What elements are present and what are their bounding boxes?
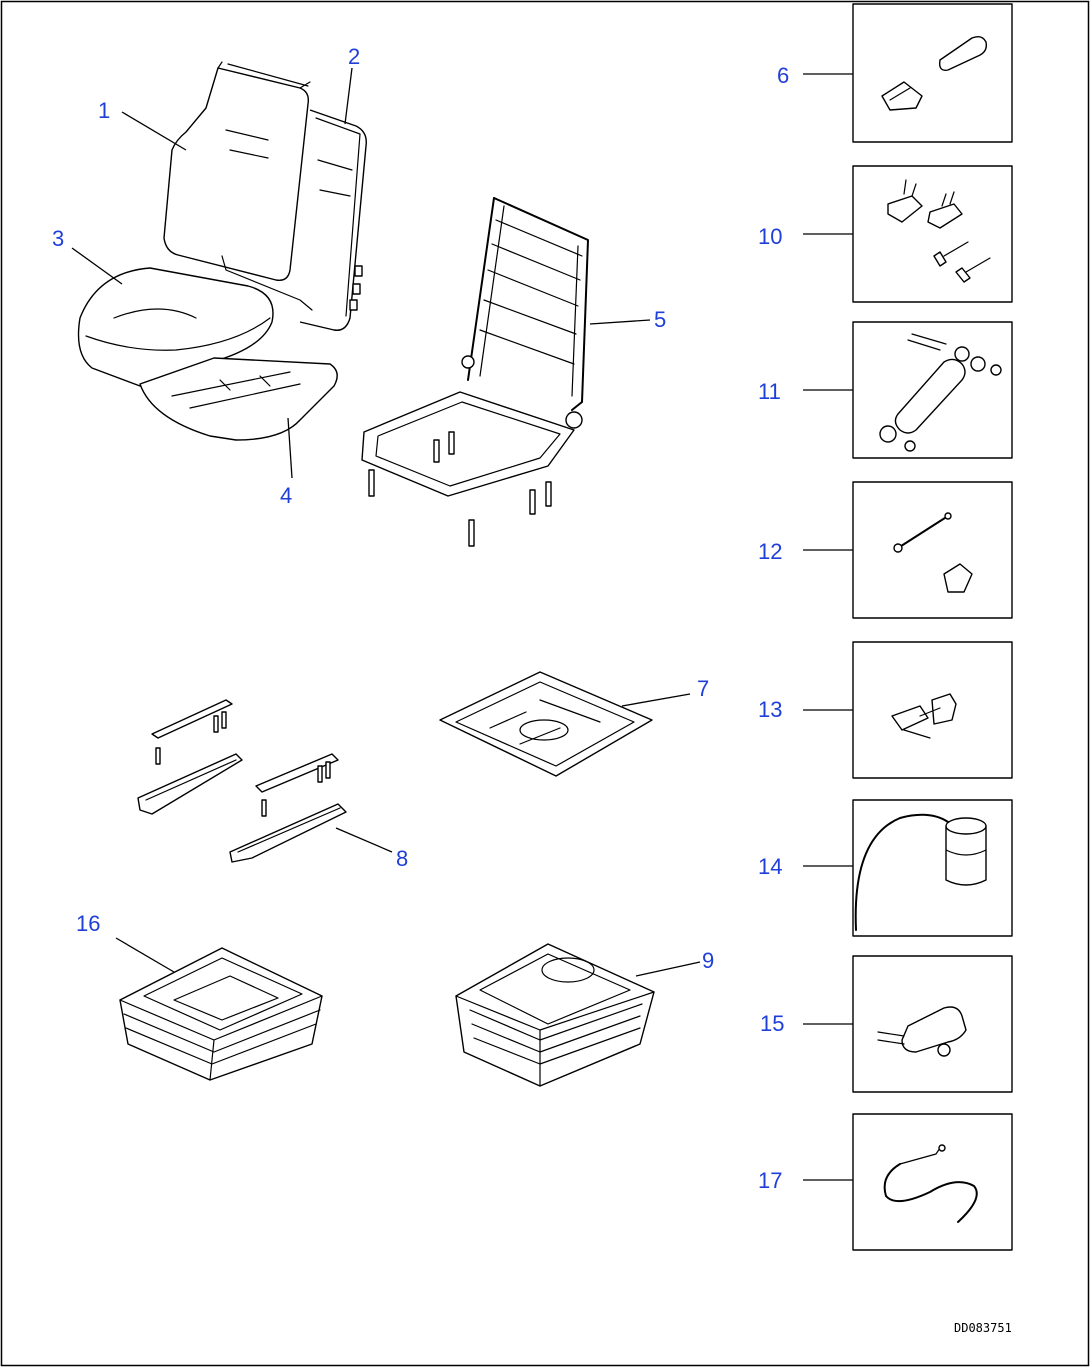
part-9-suspension — [455, 943, 655, 1087]
part-3-seat-cushion — [77, 267, 274, 390]
part-16-bellows — [119, 947, 323, 1081]
callout-16[interactable]: 16 — [76, 911, 101, 936]
callout-2[interactable]: 2 — [348, 44, 361, 69]
callout-9[interactable]: 9 — [702, 948, 715, 973]
part-1-backrest-cushion — [163, 61, 311, 281]
part-2-backrest-frame — [221, 109, 367, 331]
part-13-switch — [852, 641, 1013, 779]
part-12-rod-clip — [852, 481, 1013, 619]
part-17-harness — [852, 1113, 1013, 1251]
leader-lines — [71, 67, 853, 1181]
part-5-seat-frame — [361, 197, 589, 547]
callout-14[interactable]: 14 — [758, 854, 783, 879]
part-10-bracket-set — [852, 165, 1013, 303]
callout-13[interactable]: 13 — [758, 697, 783, 722]
part-15-motor — [852, 955, 1013, 1093]
callout-3[interactable]: 3 — [52, 226, 65, 251]
callout-12[interactable]: 12 — [758, 539, 783, 564]
callout-8[interactable]: 8 — [396, 846, 409, 871]
part-14-sensor-cable — [852, 799, 1013, 937]
callout-10[interactable]: 10 — [758, 224, 783, 249]
part-6-knob-set — [852, 3, 1013, 143]
part-7-slide-plate — [439, 671, 653, 777]
callout-15[interactable]: 15 — [760, 1011, 785, 1036]
callout-4[interactable]: 4 — [280, 483, 293, 508]
callout-6[interactable]: 6 — [777, 63, 790, 88]
callout-11[interactable]: 11 — [758, 379, 781, 404]
callout-5[interactable]: 5 — [654, 307, 667, 332]
callout-1[interactable]: 1 — [98, 98, 111, 123]
callout-17[interactable]: 17 — [758, 1168, 783, 1193]
callout-7[interactable]: 7 — [697, 676, 710, 701]
drawing-number: DD083751 — [954, 1321, 1012, 1335]
part-11-damper — [852, 321, 1013, 459]
part-8-rails — [137, 699, 347, 863]
